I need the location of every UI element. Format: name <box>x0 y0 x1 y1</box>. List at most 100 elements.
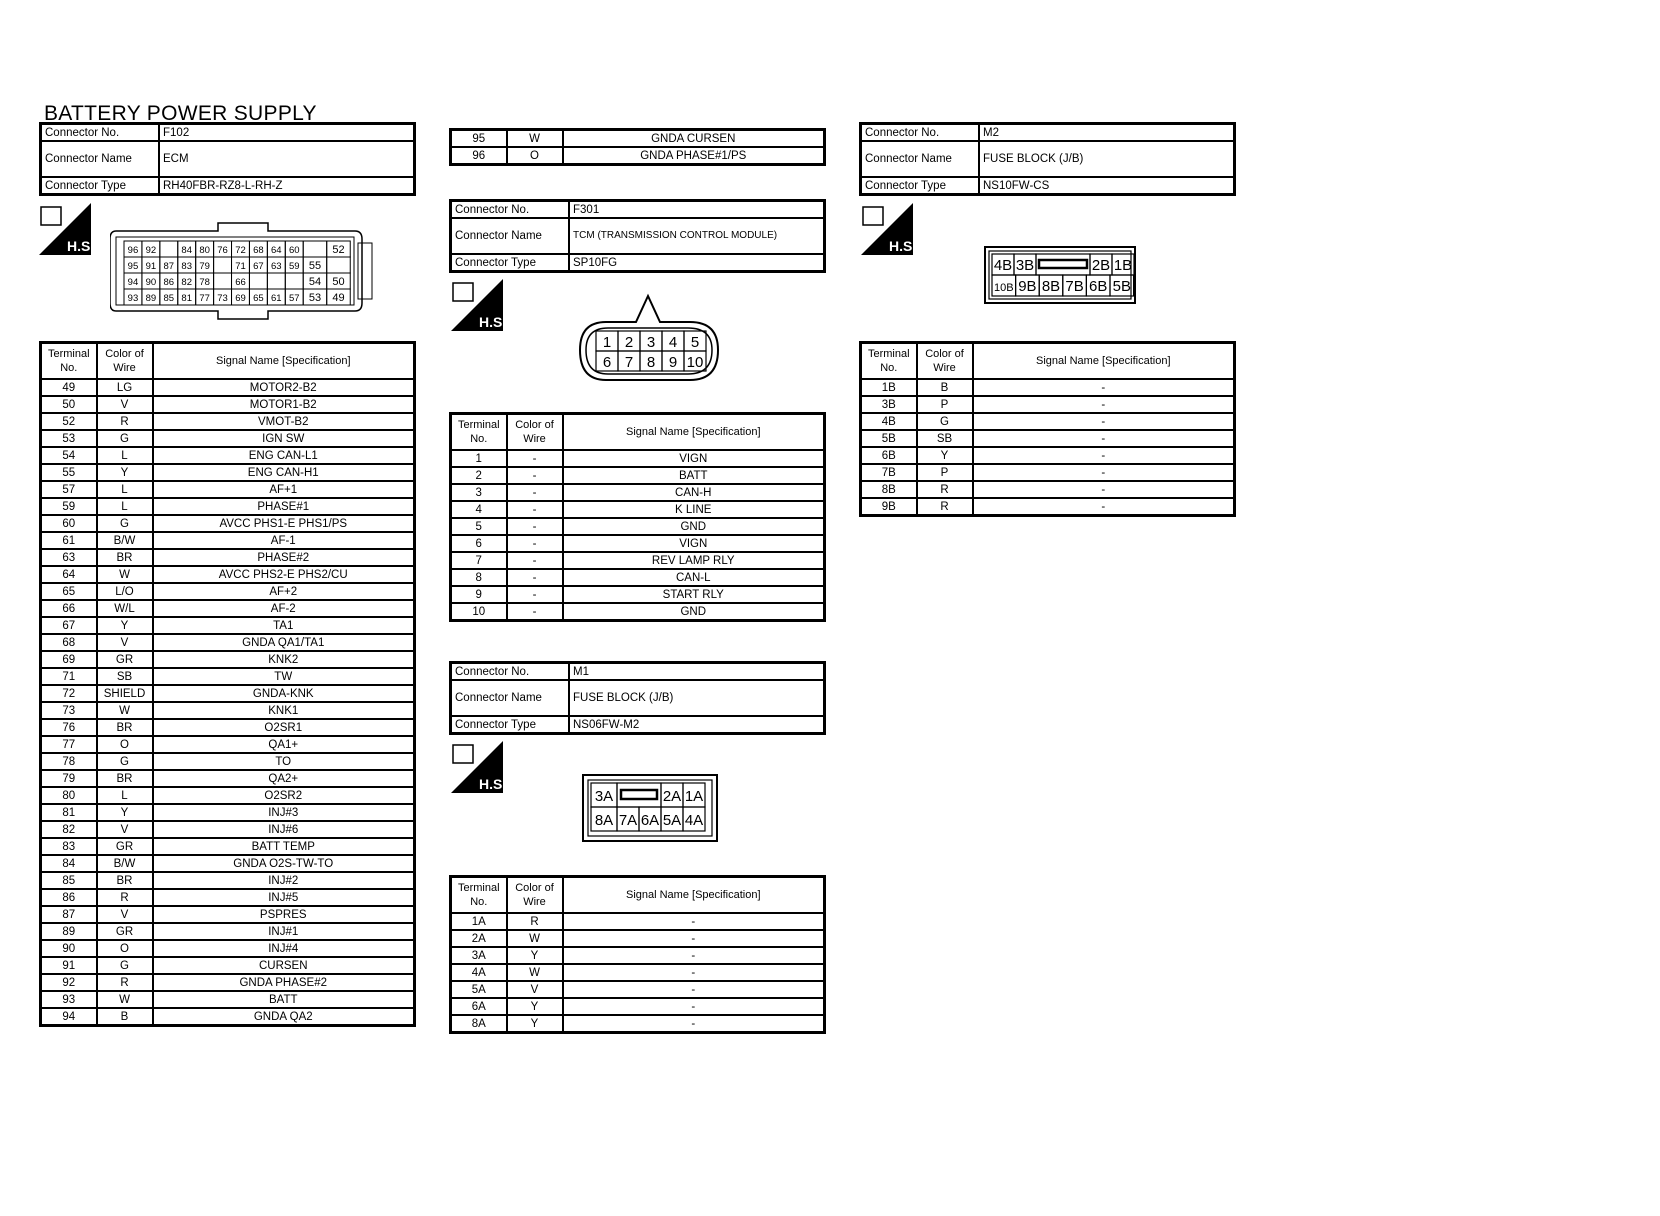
table-row: 1-VIGN <box>449 449 826 468</box>
pin-label: 84 <box>181 245 192 256</box>
terminal-cell: 77 <box>39 735 98 754</box>
svg-text:H.S.: H.S. <box>889 238 913 254</box>
m1-connector-name: FUSE BLOCK (J/B) <box>568 679 826 717</box>
terminal-cell: 65 <box>39 582 98 601</box>
signal-cell: TW <box>151 667 416 686</box>
color-cell: Y <box>95 803 154 822</box>
signal-cell: - <box>971 378 1236 397</box>
color-cell: O <box>95 735 154 754</box>
terminal-cell: 93 <box>39 990 98 1009</box>
color-cell: W <box>95 990 154 1009</box>
color-cell: P <box>915 395 974 414</box>
pin-label: 6B <box>1089 278 1107 295</box>
color-cell: SB <box>95 667 154 686</box>
signal-cell: ENG CAN-L1 <box>151 446 416 465</box>
pin-label: 89 <box>146 293 157 304</box>
color-cell: B <box>95 1007 154 1027</box>
pin-label: 2 <box>625 334 633 351</box>
pin-label: 81 <box>181 293 192 304</box>
pin-label: 2A <box>663 788 681 805</box>
table-row: 8-CAN-L <box>449 568 826 587</box>
terminal-cell: 4A <box>449 963 508 982</box>
color-cell: Y <box>505 997 564 1016</box>
page-title: BATTERY POWER SUPPLY <box>44 102 317 125</box>
pin-label: 2B <box>1092 257 1110 274</box>
signal-cell: VIGN <box>561 534 826 553</box>
signal-cell: INJ#4 <box>151 939 416 958</box>
signal-cell: GND <box>561 517 826 536</box>
signal-cell: INJ#5 <box>151 888 416 907</box>
pin-label: 92 <box>146 245 157 256</box>
table-row: 2-BATT <box>449 466 826 485</box>
signal-cell: GNDA CURSEN <box>561 128 826 148</box>
terminal-cell: 95 <box>449 128 508 148</box>
terminal-cell: 71 <box>39 667 98 686</box>
terminal-cell: 54 <box>39 446 98 465</box>
signal-cell: AF+2 <box>151 582 416 601</box>
pin-label: 95 <box>128 261 139 272</box>
color-cell: GR <box>95 922 154 941</box>
signal-cell: PHASE#2 <box>151 548 416 567</box>
pin-label: 96 <box>128 245 139 256</box>
terminal-cell: 80 <box>39 786 98 805</box>
signal-cell: - <box>561 1014 826 1034</box>
terminal-cell: 78 <box>39 752 98 771</box>
color-cell: V <box>95 820 154 839</box>
pin-label: 79 <box>199 261 210 272</box>
signal-cell: GND <box>561 602 826 622</box>
signal-cell: AF-2 <box>151 599 416 618</box>
terminal-cell: 8B <box>859 480 918 499</box>
terminal-cell: 66 <box>39 599 98 618</box>
m2-connector-type: NS10FW-CS <box>978 176 1236 196</box>
pin-label: 4B <box>994 257 1012 274</box>
color-cell: G <box>95 752 154 771</box>
color-cell: - <box>505 568 564 587</box>
color-cell: W <box>505 128 564 148</box>
terminal-cell: 82 <box>39 820 98 839</box>
signal-cell: GNDA-KNK <box>151 684 416 703</box>
pin-label: 3 <box>647 334 655 351</box>
color-cell: BR <box>95 718 154 737</box>
color-cell: B <box>915 378 974 397</box>
signal-cell: - <box>561 980 826 999</box>
pin-label: 61 <box>271 293 282 304</box>
pin-label: 7A <box>619 812 637 829</box>
f301-connector-no: F301 <box>568 199 826 219</box>
pin-label: 6 <box>603 354 611 371</box>
terminal-cell: 87 <box>39 905 98 924</box>
pin-label: 4 <box>669 334 677 351</box>
color-cell: G <box>915 412 974 431</box>
color-cell: L <box>95 786 154 805</box>
terminal-cell: 50 <box>39 395 98 414</box>
color-cell: R <box>915 480 974 499</box>
signal-cell: AF-1 <box>151 531 416 550</box>
terminal-cell: 92 <box>39 973 98 992</box>
terminal-cell: 85 <box>39 871 98 890</box>
color-cell: L/O <box>95 582 154 601</box>
m2-connector-no: M2 <box>978 122 1236 142</box>
pin-label: 4A <box>685 812 703 829</box>
pin-label: 7 <box>625 354 633 371</box>
terminal-cell: 96 <box>449 146 508 166</box>
signal-cell: - <box>561 963 826 982</box>
color-cell: W <box>95 701 154 720</box>
svg-text:H.S.: H.S. <box>479 776 503 792</box>
color-cell: R <box>95 412 154 431</box>
signal-cell: KNK1 <box>151 701 416 720</box>
